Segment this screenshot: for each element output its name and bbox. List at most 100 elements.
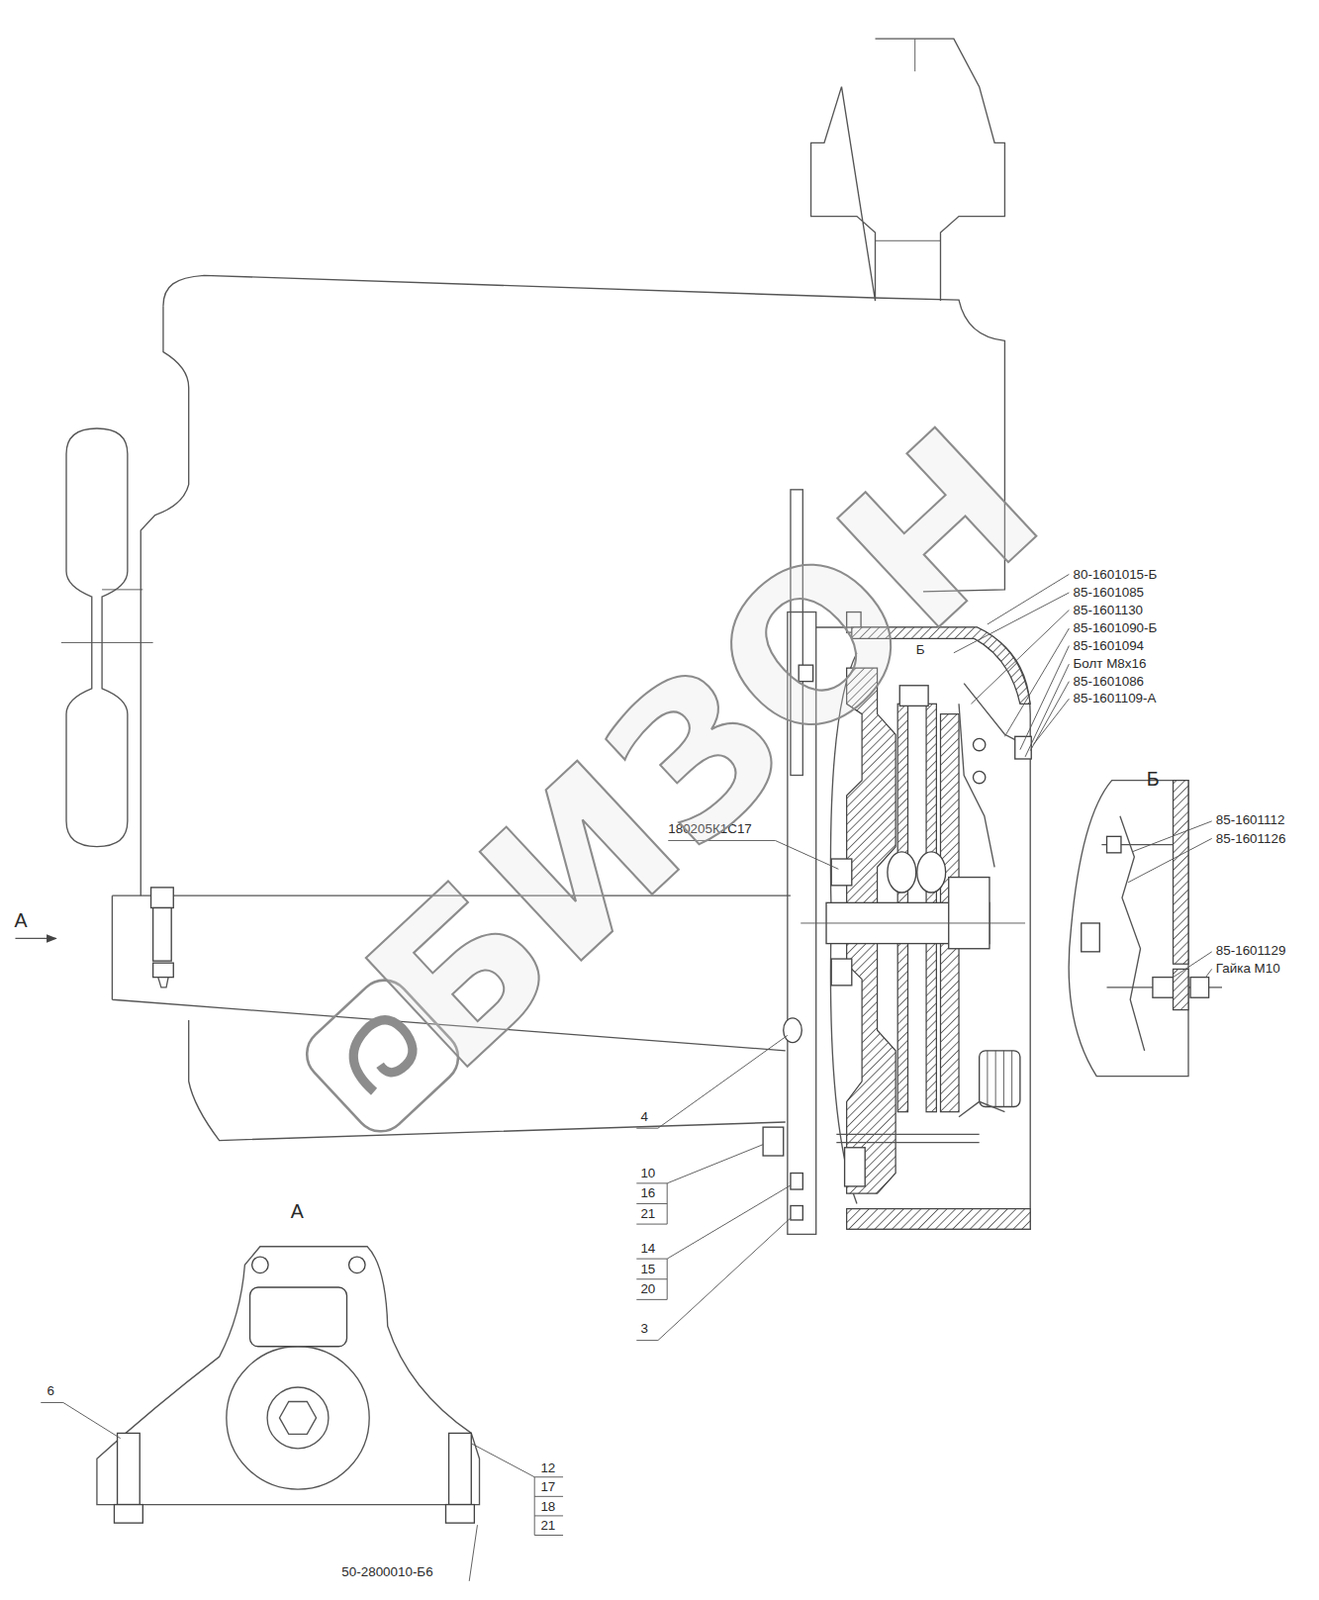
bolt-head	[762, 1127, 784, 1156]
part-number: Гайка М10	[1216, 961, 1281, 975]
nut	[1152, 977, 1174, 999]
part-number: 85-1601126	[1216, 831, 1287, 845]
callout-number: 21	[640, 1207, 656, 1221]
bolt-head	[831, 958, 852, 986]
part-number: 85-1601130	[1073, 602, 1144, 616]
long-bolt	[836, 1133, 979, 1142]
view-arrow-label: А	[13, 911, 27, 932]
part-number: 85-1601090-Б	[1073, 621, 1158, 635]
bolt	[117, 1432, 141, 1505]
leader-line	[1173, 951, 1213, 978]
bolt-body	[153, 908, 173, 962]
thread	[987, 1050, 1013, 1108]
detail-view	[1068, 780, 1223, 1077]
mount-hub	[226, 1346, 370, 1490]
callout-number: 14	[640, 1241, 656, 1255]
callout-number: 17	[540, 1480, 556, 1494]
detail-boundary	[1068, 780, 1189, 1077]
nut	[1107, 836, 1122, 852]
part-number: 85-1601094	[1073, 638, 1145, 652]
callout-number: 12	[540, 1460, 556, 1474]
bolt-head	[1081, 923, 1101, 952]
nut	[252, 1256, 269, 1273]
engine-contour	[140, 305, 189, 896]
rubber-cushion	[250, 1287, 348, 1347]
bolt-end	[158, 977, 169, 988]
air-cleaner	[811, 38, 1006, 301]
leader-line	[1128, 838, 1213, 882]
bearing	[948, 877, 990, 949]
bolt-head	[790, 1173, 803, 1190]
bolt-head	[790, 1206, 803, 1221]
mount-hub	[267, 1387, 329, 1449]
leader-line	[469, 1524, 477, 1582]
callout-number: 3	[640, 1321, 648, 1335]
adjusting-bolt	[1015, 736, 1032, 759]
nut	[349, 1256, 366, 1273]
stack-frame	[636, 1183, 667, 1225]
callout-number: 20	[640, 1282, 656, 1296]
view-title: А	[290, 1201, 304, 1222]
leader-line	[1004, 628, 1069, 737]
nut	[1190, 977, 1210, 999]
fitting	[979, 1050, 1021, 1108]
callout-number: 21	[540, 1518, 556, 1532]
air-cleaner-outline	[811, 38, 1006, 301]
bolt-head	[151, 887, 175, 909]
leader-line	[636, 1035, 788, 1129]
part-number: 85-1601112	[1216, 813, 1286, 827]
part-number: 85-1601085	[1073, 585, 1145, 599]
pin	[783, 1018, 803, 1043]
callout-number: 16	[640, 1186, 656, 1200]
air-cleaner-line	[875, 38, 942, 241]
nut	[113, 1505, 143, 1524]
leader-line	[666, 1144, 763, 1184]
nut	[153, 962, 175, 977]
section-wall	[1173, 780, 1189, 965]
leader-line	[1033, 698, 1069, 745]
leader-line	[40, 1402, 120, 1438]
leader-line	[1131, 821, 1212, 852]
fan-blade	[66, 428, 128, 848]
leader-line	[666, 1185, 791, 1259]
leader-line	[1030, 681, 1069, 752]
disc-hub	[887, 851, 917, 893]
part-number: 50-2800010-Б6	[341, 1564, 433, 1578]
lever-pin	[972, 770, 985, 783]
part-number: 80-1601015-Б	[1073, 566, 1158, 580]
axis-line	[800, 922, 1026, 924]
callout-number: 15	[640, 1261, 656, 1275]
stack-frame	[534, 1477, 564, 1536]
fan-axis	[61, 589, 154, 644]
disc-hub	[917, 851, 946, 893]
callout-number: 4	[640, 1110, 648, 1124]
part-number: 85-1601109-А	[1073, 691, 1157, 705]
spring-plate	[1120, 816, 1145, 1051]
engine-mount-view	[96, 1246, 480, 1523]
leader-line	[1020, 646, 1069, 751]
part-number: 85-1601129	[1216, 943, 1287, 957]
bolt	[449, 1432, 472, 1505]
leader-line	[636, 1218, 791, 1341]
part-number: 85-1601086	[1073, 673, 1145, 687]
leader-line	[471, 1443, 535, 1478]
part-number: Болт М8х16	[1073, 657, 1147, 670]
lever-pin	[972, 738, 985, 751]
mount-bracket	[96, 1246, 480, 1506]
leader-line	[1025, 663, 1069, 757]
bolt-head	[831, 858, 852, 886]
leader-line	[1206, 968, 1213, 977]
stack-frame	[636, 1258, 667, 1300]
nut	[446, 1505, 475, 1524]
callout-number: 10	[640, 1165, 656, 1179]
fan	[61, 428, 154, 848]
callout-number: 18	[540, 1499, 556, 1512]
housing-wall	[847, 1209, 1032, 1230]
view-arrow	[14, 938, 56, 940]
callout-number: 6	[46, 1384, 54, 1398]
bolt-head	[845, 1147, 866, 1187]
view-title: Б	[1146, 768, 1160, 789]
hex-nut	[279, 1401, 316, 1434]
